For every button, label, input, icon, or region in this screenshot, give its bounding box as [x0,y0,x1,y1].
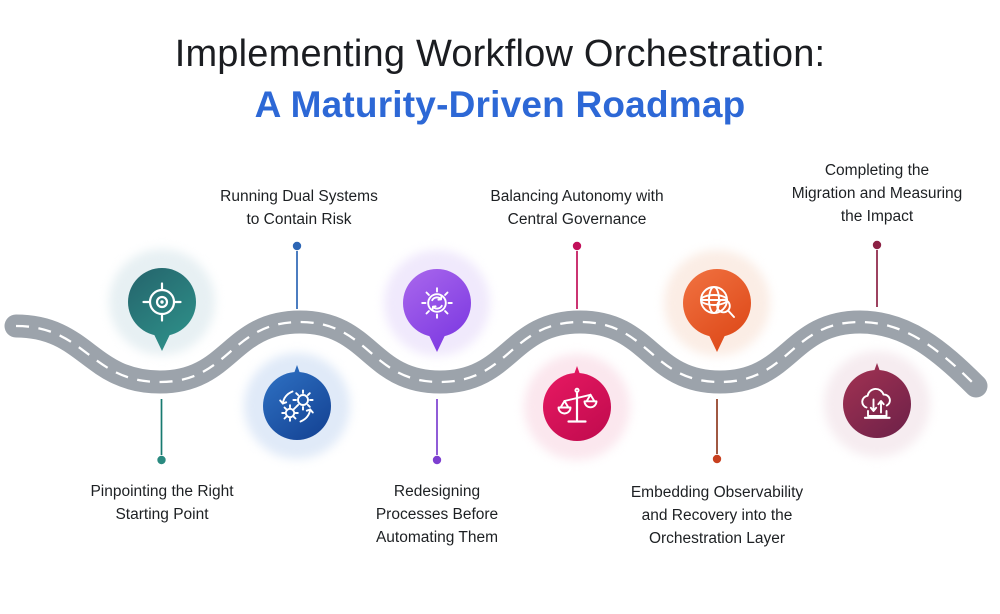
label-line: Balancing Autonomy with [490,188,664,205]
milestone-pin [843,363,911,438]
connector-dot [157,455,166,465]
label-line: the Impact [840,208,914,225]
milestone-label: Pinpointing the Right Starting Point [37,480,287,526]
milestone-label: Running Dual Systems to Contain Risk [174,185,424,231]
label-line: Pinpointing the Right [90,483,234,500]
page-title: Implementing Workflow Orchestration: [174,33,826,75]
label-line: to Contain Risk [246,211,352,228]
milestone-pin [263,365,331,440]
label-line: Running Dual Systems [220,188,378,205]
label-line: Completing the [824,162,930,179]
label-line: Migration and Measuring [791,185,963,202]
label-line: Central Governance [507,211,647,228]
label-line: and Recovery into the [641,507,793,524]
cloud-transfer-icon [861,387,891,419]
label-line: Embedding Observability [630,484,804,501]
milestone-pin [403,269,471,352]
milestone-label: Redesigning Processes Before Automating … [312,480,562,549]
gears-sync-icon [279,389,314,423]
page-subtitle: A Maturity-Driven Roadmap [254,84,746,125]
connector-dot [712,454,722,464]
pin-circle [843,370,911,438]
milestone-pin [683,269,751,352]
road [4,310,988,398]
connector-dot [572,241,582,251]
label-line: Starting Point [115,506,209,523]
label-line: Redesigning [393,483,481,500]
globe-search-icon [700,286,735,318]
connector-dot [432,455,442,465]
label-line: Processes Before [375,506,499,523]
milestone-pin [128,268,196,351]
milestone-label: Balancing Autonomy with Central Governan… [452,185,702,231]
milestone-label: Completing the Migration and Measuring t… [752,159,1000,228]
balance-scale-icon [557,387,598,423]
connector-dot [872,240,882,250]
pin-circle [403,269,471,337]
target-icon [142,282,182,322]
gear-refresh-icon [421,287,453,319]
milestone-label: Embedding Observability and Recovery int… [592,481,842,550]
milestone-pin [543,366,611,441]
label-line: Automating Them [375,529,499,546]
connector-dot [292,241,302,251]
label-line: Orchestration Layer [648,530,786,547]
